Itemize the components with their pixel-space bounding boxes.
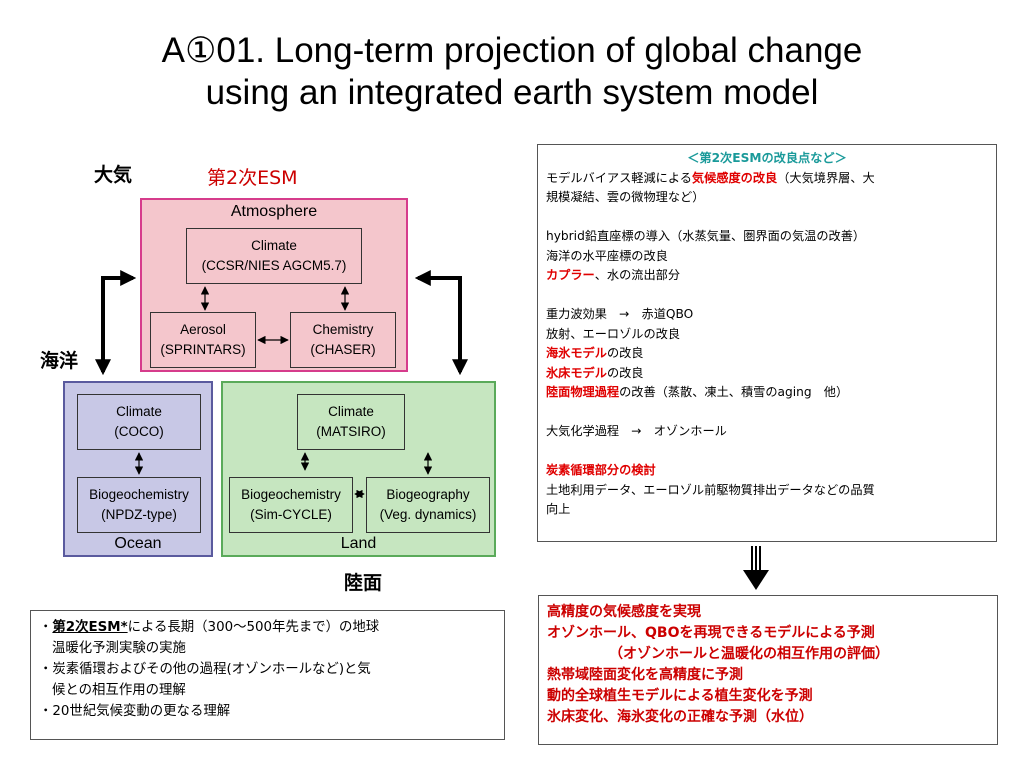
title-line-1: A①01. Long-term projection of global cha… xyxy=(161,31,863,70)
biogeography-name: Biogeography xyxy=(386,487,470,502)
land-climate-box: Climate (MATSIRO) xyxy=(297,394,405,450)
ocean-climate-model: (COCO) xyxy=(114,424,164,439)
improvement-highlight: カプラー xyxy=(546,268,595,282)
land-climate-name: Climate xyxy=(328,404,374,419)
summary-text: による長期（300～500年先まで）の地球 xyxy=(127,620,380,635)
land-region: Land xyxy=(221,381,496,557)
improvement-text: モデルバイアス軽減による xyxy=(546,170,692,185)
improvement-line-9: 氷床モデルの改良 xyxy=(546,364,988,384)
ocean-jp-label: 海洋 xyxy=(40,350,79,372)
outcome-4: 熱帯域陸面変化を高精度に予測 xyxy=(547,667,743,683)
improvement-line-12: 炭素循環部分の検討 xyxy=(546,463,656,477)
improvement-line-7: 放射、エーロゾルの改良 xyxy=(546,326,681,341)
land-region-label: Land xyxy=(340,535,377,552)
summary-bullet-1-cont: 温暖化予測実験の実施 xyxy=(52,641,186,656)
outcome-6: 氷床変化、海氷変化の正確な予測（水位） xyxy=(547,709,813,725)
aerosol-model: (SPRINTARS) xyxy=(160,342,246,357)
improvement-highlight: 海氷モデル xyxy=(546,346,607,360)
chemistry-model: (CHASER) xyxy=(310,342,376,357)
chemistry-name: Chemistry xyxy=(312,322,374,337)
outcome-2: オゾンホール、QBOを再現できるモデルによる予測 xyxy=(547,625,875,641)
summary-bullet-3: ・20世紀気候変動の更なる理解 xyxy=(39,704,231,719)
improvement-line-11: 大気化学過程 → オゾンホール xyxy=(546,424,727,438)
improvement-line-14: 向上 xyxy=(546,502,571,516)
atmosphere-jp-label: 大気 xyxy=(94,164,133,186)
improvement-text: の改良 xyxy=(606,365,644,380)
improvements-heading: ＜第2次ESMの改良点など＞ xyxy=(687,151,847,165)
summary-bullet-2: ・炭素循環およびその他の過程(オゾンホールなど)と気 xyxy=(39,662,371,677)
improvement-text: （大気境界層、大 xyxy=(777,170,875,185)
improvement-text: の改良 xyxy=(606,346,644,360)
biogeography-model: (Veg. dynamics) xyxy=(379,507,477,522)
aerosol-box: Aerosol (SPRINTARS) xyxy=(150,312,256,368)
outcome-5: 動的全球植生モデルによる植生変化を予測 xyxy=(547,688,813,704)
ocean-region-label: Ocean xyxy=(114,535,162,552)
atmosphere-climate-name: Climate xyxy=(251,238,297,253)
biogeography-box: Biogeography (Veg. dynamics) xyxy=(366,477,490,533)
improvement-line-5: カプラー、水の流出部分 xyxy=(546,266,988,286)
improvement-highlight: 気候感度の改良 xyxy=(691,170,778,185)
esm-version-label: 第2次ESM xyxy=(207,167,298,189)
bullet-mark: ・ xyxy=(39,620,53,635)
spacer xyxy=(546,208,988,228)
improvement-line-2: 規模凝結、雲の微物理など） xyxy=(546,190,705,204)
improvement-text: 、水の流出部分 xyxy=(594,268,681,282)
outcome-1: 高精度の気候感度を実現 xyxy=(547,604,701,620)
spacer xyxy=(546,403,988,423)
land-biogeochemistry-model: (Sim-CYCLE) xyxy=(250,507,332,522)
summary-bullet-1: ・第2次ESM*による長期（300～500年先まで）の地球 xyxy=(39,617,496,638)
improvement-line-1: モデルバイアス軽減による気候感度の改良（大気境界層、大 xyxy=(546,169,988,189)
improvement-line-8: 海氷モデルの改良 xyxy=(546,344,988,364)
improvement-highlight: 陸面物理過程 xyxy=(546,385,620,399)
ocean-climate-name: Climate xyxy=(116,404,162,419)
ocean-climate-box: Climate (COCO) xyxy=(77,394,201,450)
ocean-biogeochemistry-box: Biogeochemistry (NPDZ-type) xyxy=(77,477,201,533)
outcome-3: （オゾンホールと温暖化の相互作用の評価） xyxy=(609,646,889,662)
summary-bullet-2-cont: 候との相互作用の理解 xyxy=(52,683,186,698)
land-jp-label: 陸面 xyxy=(344,572,383,594)
improvement-line-13: 土地利用データ、エーロゾル前駆物質排出データなどの品質 xyxy=(546,482,875,497)
outcomes-panel: 高精度の気候感度を実現 オゾンホール、QBOを再現できるモデルによる予測 （オゾ… xyxy=(538,595,998,745)
ocean-region: Ocean xyxy=(63,381,213,557)
atmosphere-climate-box: Climate (CCSR/NIES AGCM5.7) xyxy=(186,228,362,284)
improvement-highlight: 氷床モデル xyxy=(546,365,607,380)
atmosphere-climate-model: (CCSR/NIES AGCM5.7) xyxy=(201,258,347,273)
ocean-biogeochemistry-model: (NPDZ-type) xyxy=(101,507,177,522)
improvements-panel: ＜第2次ESMの改良点など＞ モデルバイアス軽減による気候感度の改良（大気境界層… xyxy=(537,144,997,542)
improvement-text: の改善（蒸散、凍土、積雪のaging 他） xyxy=(619,385,849,399)
atmosphere-region-label: Atmosphere xyxy=(230,203,318,220)
improvement-line-4: 海洋の水平座標の改良 xyxy=(546,248,668,263)
improvement-line-10: 陸面物理過程の改善（蒸散、凍土、積雪のaging 他） xyxy=(546,383,988,403)
land-biogeochemistry-box: Biogeochemistry (Sim-CYCLE) xyxy=(229,477,353,533)
improvement-line-6: 重力波効果 → 赤道QBO xyxy=(546,307,694,321)
spacer xyxy=(546,286,988,306)
research-summary-panel: ・第2次ESM*による長期（300～500年先まで）の地球 温暖化予測実験の実施… xyxy=(30,610,505,740)
spacer xyxy=(546,442,988,462)
aerosol-name: Aerosol xyxy=(180,322,226,337)
land-biogeochemistry-name: Biogeochemistry xyxy=(241,487,341,502)
atmosphere-ocean-arrow xyxy=(95,270,137,376)
atmosphere-land-arrow xyxy=(414,270,468,376)
chemistry-box: Chemistry (CHASER) xyxy=(290,312,396,368)
land-climate-model: (MATSIRO) xyxy=(316,424,386,439)
ocean-biogeochemistry-name: Biogeochemistry xyxy=(89,487,189,502)
slide-title: A①01. Long-term projection of global cha… xyxy=(0,30,1024,114)
title-line-2: using an integrated earth system model xyxy=(205,73,819,112)
esm-reference: 第2次ESM* xyxy=(52,620,128,635)
improvement-line-3: hybrid鉛直座標の導入（水蒸気量、圏界面の気温の改善） xyxy=(546,229,866,243)
outcome-arrow-head xyxy=(743,570,769,590)
